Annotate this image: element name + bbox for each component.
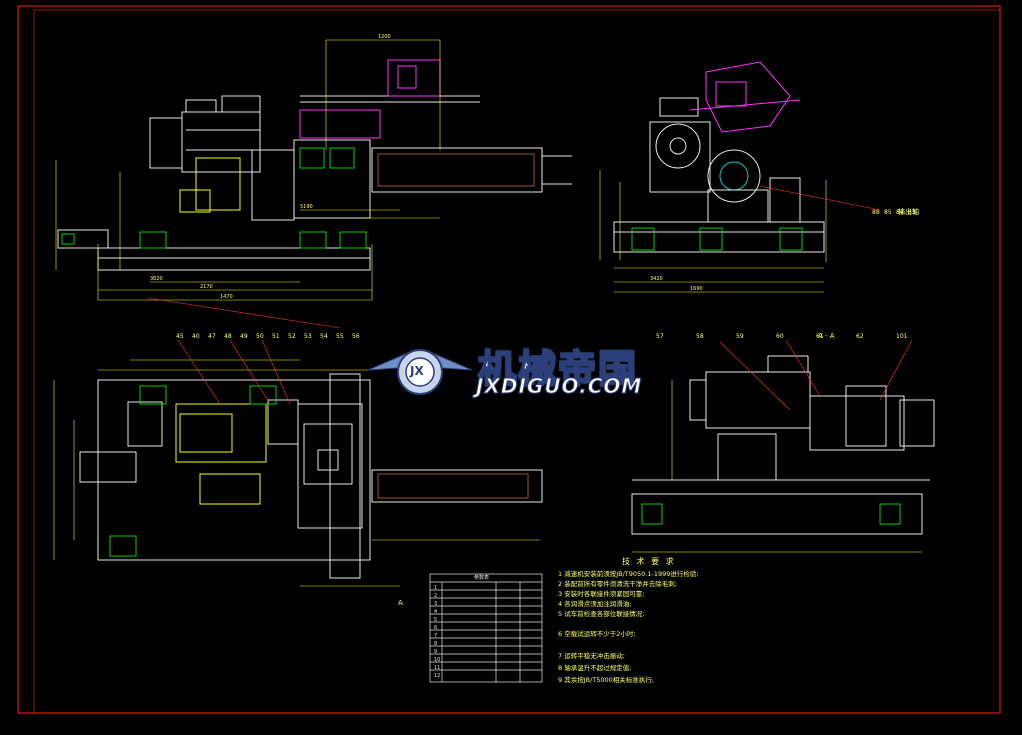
dimension-value: 5190 [300, 204, 313, 210]
parameter-table [429, 573, 543, 683]
part-balloon: 49 [240, 333, 248, 340]
requirement-item: 6 空载试运转不少于2小时; [558, 630, 636, 638]
part-balloon: 50 [256, 333, 264, 340]
plan-view-dimensions [53, 339, 540, 587]
table-row-number: 4 [434, 609, 437, 615]
part-balloon: 57 [656, 333, 664, 340]
watermark-badge-text: JX [410, 364, 424, 378]
requirement-item: 5 试车前检查各部位联接情况; [558, 610, 645, 618]
requirement-item: 7 运转平稳无冲击振动; [558, 652, 625, 660]
part-balloon: 101 [896, 333, 908, 340]
table-row-number: 12 [434, 673, 440, 679]
part-balloon: 45 [176, 333, 184, 340]
requirement-item: 3 安装时各联接件须紧固可靠; [558, 590, 645, 598]
dimension-value: 3420 [650, 276, 663, 282]
side-elevation-dimensions [599, 170, 881, 293]
requirement-item: 2 装配前所有零件须清洗干净并去除毛刺; [558, 580, 677, 588]
watermark-title: 机械帝国 [477, 346, 639, 392]
section-a-a-dimensions [632, 339, 922, 553]
table-row-number: 1 [434, 585, 437, 591]
part-balloon: 60 [776, 333, 784, 340]
part-balloon: 61 [816, 333, 824, 340]
table-row-number: 3 [434, 601, 437, 607]
front-elevation-dimensions [55, 39, 441, 329]
part-balloon: 53 [304, 333, 312, 340]
plan-view [79, 373, 543, 579]
requirement-item: 8 轴承温升不超过规定值; [558, 664, 632, 672]
section-a-a-view [631, 355, 935, 535]
part-balloon: 52 [288, 333, 296, 340]
table-row-number: 6 [434, 625, 437, 631]
part-balloon: 40 [192, 333, 200, 340]
requirement-item: 9 其余按JB/T5000相关标准执行; [558, 676, 654, 684]
table-row-number: 8 [434, 641, 437, 647]
part-balloon: 59 [736, 333, 744, 340]
watermark-logo [367, 349, 473, 395]
part-balloon: 56 [352, 333, 360, 340]
part-balloon: 55 [336, 333, 344, 340]
part-balloon: 54 [320, 333, 328, 340]
part-balloon: 62 [856, 333, 864, 340]
table-row-number: 5 [434, 617, 437, 623]
table-row-number: 7 [434, 633, 437, 639]
part-balloon: 48 [224, 333, 232, 340]
dimension-value: 1690 [690, 286, 703, 292]
technical-requirements-title: 技 术 要 求 [622, 557, 676, 566]
requirement-item: 1 减速机安装前须按JB/T9050.1-1999进行检验; [558, 570, 699, 578]
front-elevation-view [57, 59, 572, 271]
part-balloon: 88 [872, 209, 880, 216]
section-label-a-a: A - A [818, 332, 835, 340]
dimension-value: 1200 [378, 34, 391, 40]
dimension-value: 3620 [150, 276, 163, 282]
drawing-frame [17, 5, 1001, 714]
dimension-value: 2170 [200, 284, 213, 290]
side-elevation-view [613, 61, 825, 253]
table-row-number: 11 [434, 665, 440, 671]
part-balloon: 51 [272, 333, 280, 340]
table-row-number: 2 [434, 593, 437, 599]
part-balloon: 58 [696, 333, 704, 340]
plan-section-marker: A [398, 599, 403, 607]
watermark-subtitle: JXDIGUO.COM [475, 374, 643, 399]
requirement-item: 4 各润滑点须加注润滑油; [558, 600, 632, 608]
part-balloon: 85 [884, 209, 892, 216]
part-balloon: 47 [208, 333, 216, 340]
table-row-number: 9 [434, 649, 437, 655]
output-shaft-label: 输出轴 [898, 208, 919, 216]
dimension-value: 1470 [220, 294, 233, 300]
parameter-table-header: 参数表 [474, 575, 490, 581]
part-balloon: 84 [896, 209, 904, 216]
table-row-number: 10 [434, 657, 440, 663]
part-balloon: 83 [908, 209, 916, 216]
